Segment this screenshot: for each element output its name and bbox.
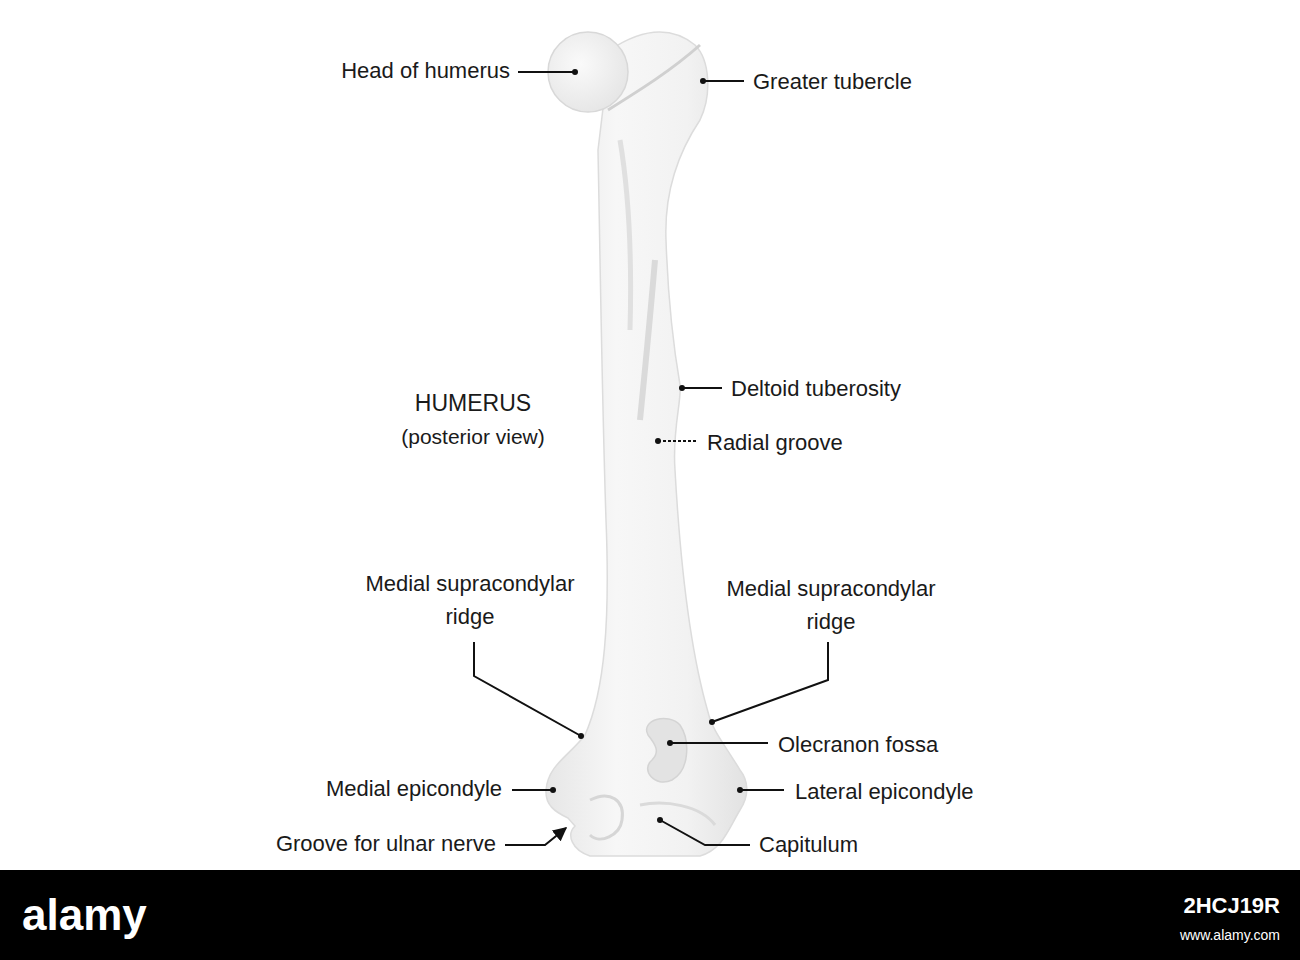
part-label: Medial supracondylar ridge [340,567,600,633]
leader-lines [474,72,828,845]
part-label: Capitulum [759,828,858,861]
part-label: Groove for ulnar nerve [276,827,496,860]
part-label: Medial epicondyle [326,772,502,805]
capitulum-shape [640,803,715,825]
image-id: 2HCJ19R [1183,889,1280,922]
radial-groove-shade [640,260,655,420]
part-label: Head of humerus [341,54,510,87]
olecranon-fossa-shape [647,718,687,782]
watermark-bar [0,870,1300,960]
part-label: Olecranon fossa [778,728,938,761]
figure-title: HUMERUS [415,386,531,421]
part-label: Lateral epicondyle [795,775,974,808]
figure-subtitle: (posterior view) [401,421,545,453]
part-label: Radial groove [707,426,843,459]
anatomical-neck [608,45,700,110]
watermark-logo: alamy [22,882,147,948]
part-label: Deltoid tuberosity [731,372,901,405]
shaft-shading [620,140,631,330]
part-label: Greater tubercle [753,65,912,98]
part-label: Medial supracondylar ridge [701,572,961,638]
trochlea-shape [590,796,622,839]
watermark-url: www.alamy.com [1180,925,1280,946]
